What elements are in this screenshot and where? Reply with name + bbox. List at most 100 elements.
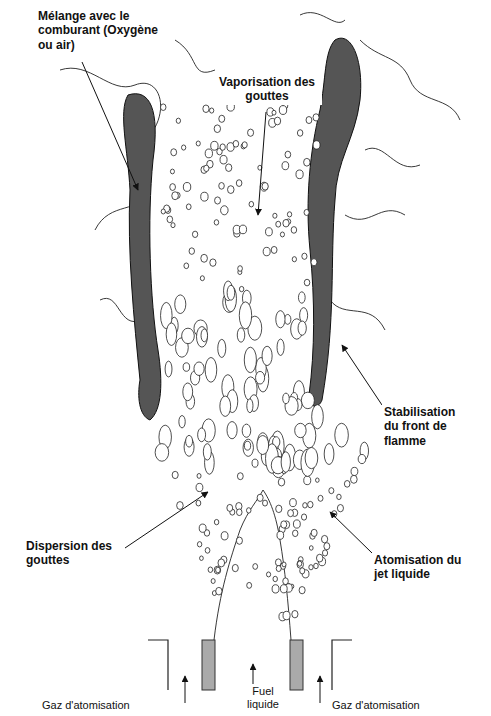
droplet	[298, 292, 305, 303]
droplet	[239, 225, 246, 234]
droplet	[287, 212, 291, 217]
droplet	[249, 201, 254, 207]
droplet	[256, 371, 265, 384]
droplet	[283, 611, 290, 619]
droplet	[161, 209, 165, 214]
droplet	[282, 162, 289, 170]
droplet	[311, 529, 317, 536]
droplet	[253, 564, 258, 570]
droplet	[226, 164, 232, 172]
droplet	[271, 246, 277, 253]
droplet	[170, 169, 174, 174]
droplet	[278, 478, 284, 486]
droplet	[297, 130, 302, 137]
droplet	[247, 582, 252, 588]
droplet	[309, 546, 313, 551]
flame-front	[124, 94, 161, 420]
droplet	[283, 393, 290, 404]
droplet	[228, 186, 235, 194]
droplet	[337, 505, 343, 512]
droplet	[281, 521, 287, 528]
droplet	[306, 117, 312, 124]
label-holder: Stabilisation du front de flamme	[382, 404, 474, 449]
annotation-label: Fuel liquide	[238, 684, 288, 712]
droplet	[165, 361, 172, 377]
droplet	[313, 114, 319, 121]
droplet	[175, 295, 186, 314]
droplet	[300, 308, 308, 323]
droplet	[293, 520, 300, 528]
droplet	[297, 560, 304, 568]
droplet	[301, 514, 306, 520]
droplet	[239, 302, 251, 329]
droplet	[247, 399, 253, 413]
label-holder: Dispersion des gouttes	[24, 538, 124, 569]
droplet	[183, 363, 190, 371]
droplet	[295, 423, 306, 437]
droplet	[298, 321, 306, 335]
droplet	[196, 141, 200, 146]
droplet	[291, 227, 297, 234]
droplet	[219, 115, 225, 122]
droplet	[214, 220, 219, 225]
droplet	[272, 585, 279, 593]
droplets	[155, 102, 368, 621]
droplet	[215, 197, 221, 204]
droplet	[220, 144, 225, 150]
droplet	[201, 192, 208, 201]
droplet	[304, 209, 309, 215]
droplet	[210, 259, 216, 266]
droplet	[337, 494, 341, 499]
droplet	[198, 428, 206, 442]
droplet	[220, 396, 231, 416]
droplet	[290, 499, 297, 507]
droplet	[274, 117, 280, 125]
droplet	[166, 323, 177, 346]
droplet	[233, 140, 239, 147]
droplet	[196, 483, 203, 491]
annotation-label: Stabilisation du front de flamme	[382, 404, 474, 449]
droplet	[197, 327, 208, 348]
droplet	[281, 452, 290, 473]
droplet	[237, 473, 243, 480]
droplet	[318, 495, 323, 501]
droplet	[272, 110, 276, 115]
droplet	[273, 213, 277, 218]
label-holder: Atomisation du jet liquide	[372, 552, 472, 583]
droplet	[344, 481, 350, 488]
droplet	[300, 568, 305, 574]
droplet	[181, 145, 185, 150]
annotation-label: Atomisation du jet liquide	[372, 552, 472, 583]
droplet	[248, 129, 254, 136]
label-holder: Gaz d'atomisation	[330, 695, 460, 713]
droplet	[236, 180, 242, 187]
droplet	[321, 535, 327, 543]
droplet	[221, 206, 229, 215]
droplet	[303, 503, 307, 508]
droplet	[160, 104, 165, 111]
droplet	[214, 125, 220, 133]
droplet	[257, 494, 263, 501]
droplet	[314, 563, 319, 569]
droplet	[176, 118, 180, 123]
droplet	[277, 531, 284, 539]
label-holder: Vaporisation des gouttes	[212, 74, 322, 105]
droplet	[308, 501, 313, 507]
droplet	[263, 500, 268, 506]
nozzle	[148, 640, 352, 690]
droplet	[214, 566, 221, 574]
droplet	[239, 286, 243, 291]
droplet	[351, 467, 358, 475]
droplet	[276, 221, 281, 227]
droplet	[204, 165, 209, 171]
droplet	[208, 567, 213, 572]
droplet	[227, 422, 237, 439]
droplet	[282, 562, 286, 567]
droplet	[189, 248, 194, 255]
droplet	[324, 444, 334, 465]
droplet	[252, 459, 258, 467]
droplet	[179, 416, 185, 428]
droplet	[205, 149, 212, 158]
droplet	[184, 263, 189, 269]
